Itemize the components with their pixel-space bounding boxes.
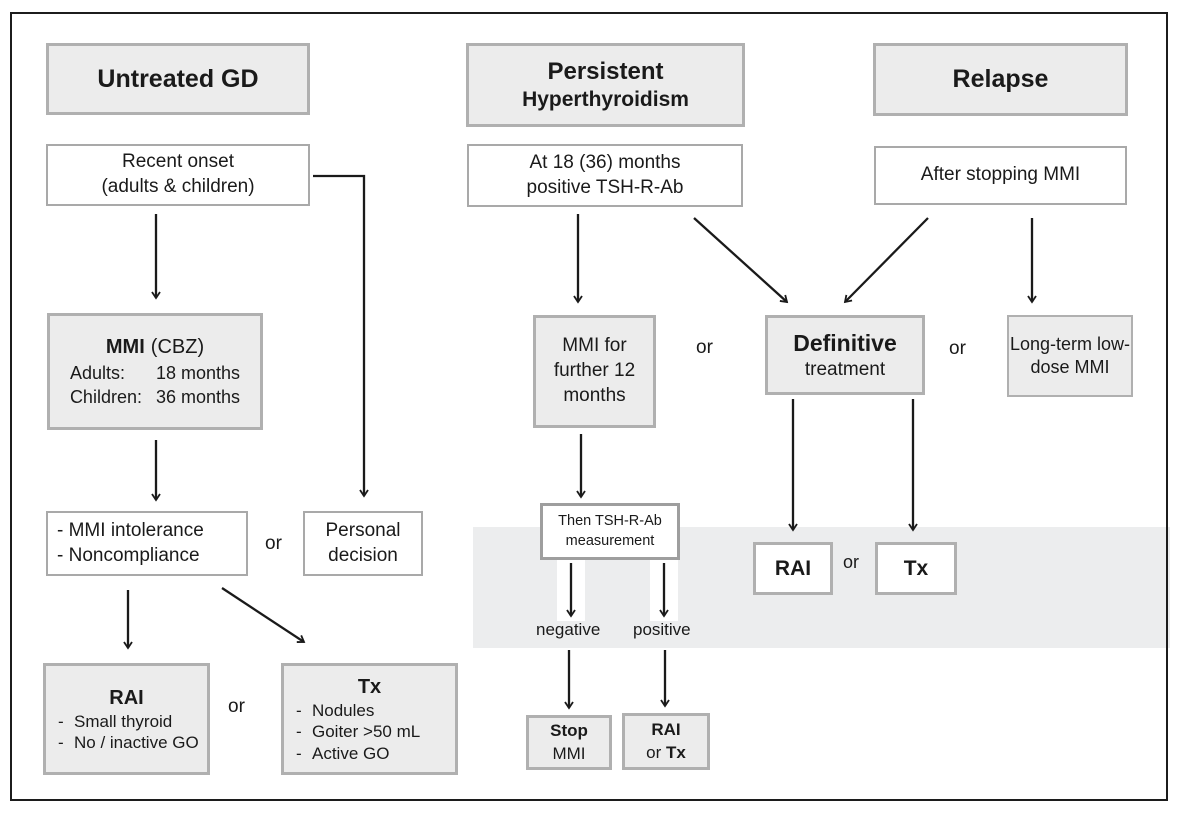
tx-left-item3: Active GO [312, 743, 390, 763]
header-untreated-gd-label: Untreated GD [97, 64, 259, 93]
node-tx-definitive: Tx [875, 542, 957, 595]
mmi-cbz-durations: Adults: 18 months Children: 36 months [70, 362, 240, 409]
node-after-stopping-mmi: After stopping MMI [874, 146, 1127, 205]
tx-def-label: Tx [903, 556, 929, 580]
node-rai-criteria: RAI - Small thyroid - No / inactive GO [43, 663, 210, 775]
at-18-line2: positive TSH-R-Ab [526, 176, 684, 198]
rai-left-list: - Small thyroid - No / inactive GO [54, 711, 199, 754]
intolerance-line2: - Noncompliance [57, 544, 200, 566]
node-at-18-months: At 18 (36) months positive TSH-R-Ab [467, 144, 743, 207]
rai-or-tx-line1: RAI [651, 719, 681, 739]
node-recent-onset: Recent onset (adults & children) [46, 144, 310, 206]
node-personal-decision: Personal decision [303, 511, 423, 576]
rai-or-tx-line2: or Tx [646, 742, 686, 765]
personal-line1: Personal [325, 519, 401, 541]
header-untreated-gd: Untreated GD [46, 43, 310, 115]
mmi-children-label: Children: [69, 386, 142, 407]
header-persistent-line1: Persistent [547, 58, 664, 85]
or-label-rai-tx-definitive: or [843, 552, 860, 572]
or-label-definitive-longterm: or [949, 338, 966, 359]
personal-line2: decision [328, 544, 398, 566]
header-relapse: Relapse [873, 43, 1128, 116]
stop-mmi-line1: Stop [550, 720, 588, 740]
rai-def-label: RAI [774, 556, 812, 580]
mmi-further-label: MMI for further 12 months [553, 335, 636, 406]
tx-left-list: - Nodules - Goiter >50 mL - Active GO [292, 700, 447, 764]
or-label-rai-tx-left: or [228, 696, 245, 717]
dash-bullet: - [296, 743, 302, 763]
or-label-mmi-definitive: or [696, 337, 713, 358]
mmi-children-value: 36 months [155, 386, 241, 407]
outer-frame [10, 12, 1168, 801]
dash-bullet: - [58, 711, 64, 731]
long-term-label: Long-term low-dose MMI [1009, 333, 1131, 377]
node-stop-mmi: Stop MMI [526, 715, 612, 770]
node-definitive-treatment: Definitive treatment [765, 315, 925, 395]
node-then-tsh-measurement: Then TSH-R-Ab measurement [540, 503, 680, 560]
branch-label-positive: positive [633, 620, 691, 639]
node-mmi-further-12-months: MMI for further 12 months [533, 315, 656, 428]
rai-left-item1: Small thyroid [74, 711, 173, 731]
mmi-cbz-title-rest: (CBZ) [150, 336, 205, 359]
after-stopping-label: After stopping MMI [920, 164, 1081, 186]
dash-bullet: - [296, 722, 302, 742]
header-persistent-line2: Hyperthyroidism [522, 87, 689, 111]
or-label-intolerance-personal: or [265, 533, 282, 554]
mmi-cbz-title: MMI(CBZ) [106, 334, 204, 360]
stop-mmi-line2: MMI [552, 743, 586, 763]
tx-left-item1: Nodules [312, 701, 375, 721]
node-long-term-low-dose-mmi: Long-term low-dose MMI [1007, 315, 1133, 397]
recent-onset-line2: (adults & children) [101, 176, 255, 197]
then-tsh-line2: measurement [565, 532, 655, 549]
intolerance-line1: - MMI intolerance [57, 519, 204, 541]
mmi-adults-label: Adults: [69, 363, 125, 384]
dash-bullet: - [58, 733, 64, 752]
branch-label-negative: negative [536, 620, 601, 639]
header-persistent-hyperthyroidism: Persistent Hyperthyroidism [466, 43, 745, 127]
node-rai-definitive: RAI [753, 542, 833, 595]
rai-left-title: RAI [109, 686, 144, 709]
recent-onset-line1: Recent onset [122, 151, 234, 173]
mmi-cbz-title-bold: MMI [105, 336, 145, 359]
tx-left-item2: Goiter >50 mL [312, 722, 421, 742]
header-relapse-label: Relapse [952, 65, 1049, 94]
rai-left-item2: No / inactive GO [74, 733, 199, 752]
definitive-line2: treatment [804, 358, 886, 380]
node-mmi-intolerance: - MMI intolerance - Noncompliance [46, 511, 248, 576]
mmi-adults-value: 18 months [155, 363, 241, 384]
at-18-line1: At 18 (36) months [529, 151, 681, 173]
node-tx-criteria: Tx - Nodules - Goiter >50 mL - Active GO [281, 663, 458, 775]
then-tsh-line1: Then TSH-R-Ab [558, 512, 662, 529]
tx-left-title: Tx [357, 676, 382, 699]
rai-or-tx-or: or [646, 742, 662, 762]
rai-or-tx-tx: Tx [666, 742, 686, 762]
node-rai-or-tx: RAI or Tx [622, 713, 710, 770]
node-mmi-cbz: MMI(CBZ) Adults: 18 months Children: 36 … [47, 313, 263, 430]
dash-bullet: - [296, 701, 302, 721]
definitive-line1: Definitive [793, 329, 897, 356]
